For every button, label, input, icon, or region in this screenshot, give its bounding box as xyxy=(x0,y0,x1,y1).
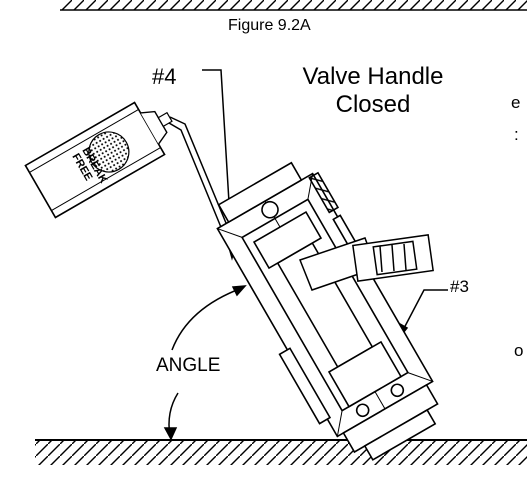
valve-handle-state-line2: Closed xyxy=(335,90,411,118)
ground-surface xyxy=(35,439,527,465)
valve-handle-state-line1: Valve Handle xyxy=(302,63,444,90)
valve-handle xyxy=(299,234,434,291)
valve-handle-state-label: Valve Handle Closed xyxy=(275,63,471,118)
angle-arrow xyxy=(163,285,247,441)
clipped-text-3: o xyxy=(514,341,524,360)
callout-label-3: #3 xyxy=(450,277,469,296)
valve-body xyxy=(216,161,439,461)
top-hatched-surface xyxy=(60,0,527,11)
aerosol-can xyxy=(24,101,173,219)
callout-label-4: #4 xyxy=(152,64,177,89)
clipped-text-1: e xyxy=(511,93,521,112)
spray-straw xyxy=(168,116,239,255)
angle-label: ANGLE xyxy=(156,355,221,376)
callout-3-leader xyxy=(398,289,448,341)
figure-title: Figure 9.2A xyxy=(228,17,311,34)
clipped-text-2: : xyxy=(514,125,519,144)
